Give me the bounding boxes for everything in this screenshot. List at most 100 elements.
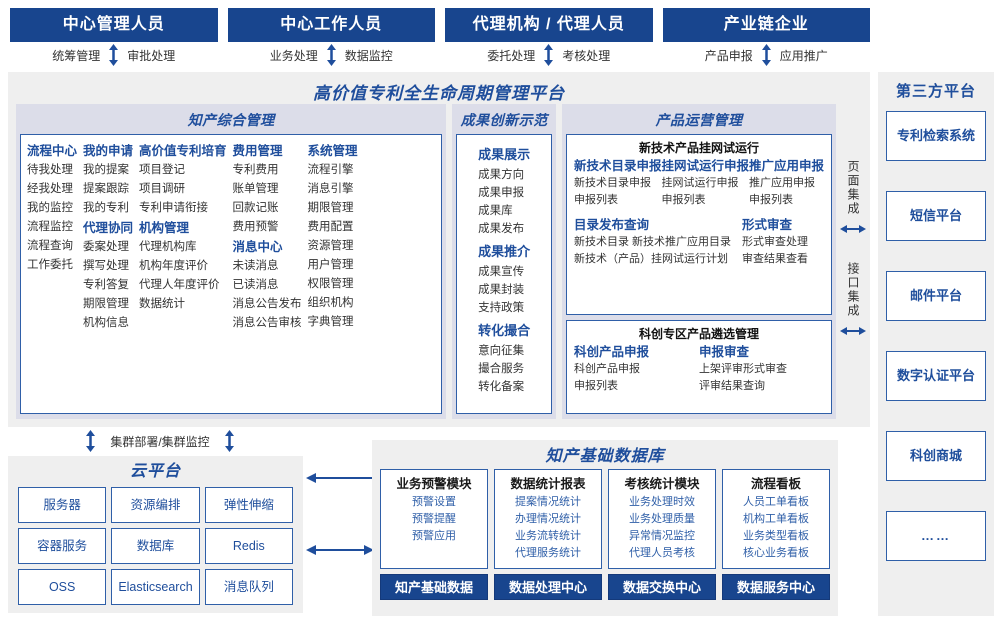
new-tech-row2-item-1-1[interactable]: 审查结果查看	[742, 253, 809, 265]
database-foot-2[interactable]: 数据交换中心	[608, 574, 716, 600]
chengguo-item-0-0[interactable]: 成果方向	[478, 169, 525, 181]
zhichan-item-4-0-5[interactable]: 用户管理	[307, 259, 354, 271]
database-foot-3[interactable]: 数据服务中心	[722, 574, 830, 600]
chengguo-item-0-3[interactable]: 成果发布	[478, 223, 525, 235]
chengguo-item-2-1[interactable]: 撮合服务	[478, 363, 525, 375]
database-card-item-2-0[interactable]: 业务处理时效	[629, 496, 695, 508]
zhichan-item-3-0-3[interactable]: 费用预警	[232, 221, 279, 233]
new-tech-row2-item-1-0[interactable]: 形式审查处理	[742, 236, 809, 248]
kechuang-row1-item-0-0[interactable]: 科创产品申报	[573, 363, 640, 375]
zhichan-group-head-1-0[interactable]: 我的申请	[83, 144, 134, 158]
zhichan-item-4-0-2[interactable]: 期限管理	[307, 202, 354, 214]
zhichan-group-head-0-0[interactable]: 流程中心	[27, 144, 78, 158]
chengguo-item-0-1[interactable]: 成果申报	[478, 187, 525, 199]
database-card-item-2-1[interactable]: 业务处理质量	[629, 513, 695, 525]
new-tech-row1-item-2-0[interactable]: 推广应用申报	[748, 177, 815, 189]
kechuang-row1-item-1-1[interactable]: 评审结果查询	[698, 380, 765, 392]
zhichan-item-3-1-0[interactable]: 未读消息	[232, 260, 279, 272]
zhichan-item-4-0-7[interactable]: 组织机构	[307, 297, 354, 309]
database-card-item-3-0[interactable]: 人员工单看板	[743, 496, 809, 508]
zhichan-group-head-3-0[interactable]: 费用管理	[232, 144, 283, 158]
zhichan-item-3-1-3[interactable]: 消息公告审核	[232, 317, 302, 329]
zhichan-item-0-0-1[interactable]: 经我处理	[27, 183, 73, 195]
zhichan-group-head-1-1[interactable]: 代理协同	[83, 221, 134, 235]
database-card-item-1-1[interactable]: 办理情况统计	[515, 513, 581, 525]
cloud-cell-4[interactable]: 数据库	[111, 528, 200, 564]
new-tech-row2-item-0-1[interactable]: 新技术（产品）挂网试运行计划	[573, 253, 728, 265]
cloud-cell-7[interactable]: Elasticsearch	[111, 569, 200, 605]
zhichan-item-1-1-2[interactable]: 专利答复	[83, 279, 130, 291]
new-tech-row1-head-2[interactable]: 推广应用申报	[748, 159, 824, 173]
zhichan-item-3-1-2[interactable]: 消息公告发布	[232, 298, 302, 310]
zhichan-group-head-2-1[interactable]: 机构管理	[139, 221, 190, 235]
zhichan-item-4-0-6[interactable]: 权限管理	[307, 278, 354, 290]
new-tech-row1-head-1[interactable]: 挂网试运行申报	[661, 159, 749, 173]
new-tech-row1-item-1-1[interactable]: 申报列表	[661, 194, 706, 206]
role-title-2[interactable]: 代理机构 / 代理人员	[445, 8, 653, 42]
zhichan-item-1-0-1[interactable]: 提案跟踪	[83, 183, 130, 195]
zhichan-item-2-1-1[interactable]: 机构年度评价	[139, 260, 209, 272]
cloud-cell-8[interactable]: 消息队列	[204, 569, 293, 605]
role-title-0[interactable]: 中心管理人员	[10, 8, 218, 42]
cloud-cell-2[interactable]: 弹性伸缩	[204, 487, 293, 523]
zhichan-group-head-3-1[interactable]: 消息中心	[232, 240, 283, 254]
database-card-item-1-2[interactable]: 业务流转统计	[515, 530, 581, 542]
zhichan-item-1-1-3[interactable]: 期限管理	[83, 298, 130, 310]
chengguo-group-head-1[interactable]: 成果推介	[478, 244, 531, 259]
cloud-cell-5[interactable]: Redis	[204, 528, 293, 564]
zhichan-item-0-0-3[interactable]: 流程监控	[27, 221, 73, 233]
zhichan-item-2-0-0[interactable]: 项目登记	[139, 164, 186, 176]
zhichan-item-3-0-1[interactable]: 账单管理	[232, 183, 279, 195]
database-foot-1[interactable]: 数据处理中心	[494, 574, 602, 600]
zhichan-group-head-2-0[interactable]: 高价值专利培育	[139, 144, 227, 158]
new-tech-row1-item-2-1[interactable]: 申报列表	[748, 194, 793, 206]
cloud-cell-0[interactable]: 服务器	[18, 487, 107, 523]
third-party-item-5[interactable]: ……	[886, 511, 986, 561]
zhichan-item-2-1-3[interactable]: 数据统计	[139, 298, 186, 310]
cloud-cell-6[interactable]: OSS	[18, 569, 107, 605]
zhichan-item-1-1-0[interactable]: 委案处理	[83, 241, 130, 253]
zhichan-item-4-0-8[interactable]: 字典管理	[307, 316, 354, 328]
zhichan-item-4-0-0[interactable]: 流程引擎	[307, 164, 354, 176]
new-tech-row2-head-0[interactable]: 目录发布查询	[573, 218, 649, 232]
zhichan-item-2-0-1[interactable]: 项目调研	[139, 183, 186, 195]
zhichan-item-3-0-2[interactable]: 回款记账	[232, 202, 279, 214]
third-party-item-4[interactable]: 科创商城	[886, 431, 986, 481]
zhichan-item-4-0-4[interactable]: 资源管理	[307, 240, 354, 252]
zhichan-item-4-0-3[interactable]: 费用配置	[307, 221, 354, 233]
cloud-cell-1[interactable]: 资源编排	[111, 487, 200, 523]
zhichan-item-1-0-2[interactable]: 我的专利	[83, 202, 130, 214]
database-card-item-3-3[interactable]: 核心业务看板	[743, 547, 809, 559]
third-party-item-2[interactable]: 邮件平台	[886, 271, 986, 321]
new-tech-row2-item-0-0[interactable]: 新技术目录 新技术推广应用目录	[573, 236, 732, 248]
zhichan-item-1-1-4[interactable]: 机构信息	[83, 317, 130, 329]
new-tech-row1-item-0-1[interactable]: 申报列表	[573, 194, 618, 206]
new-tech-row1-head-0[interactable]: 新技术目录申报	[573, 159, 662, 173]
new-tech-row1-item-0-0[interactable]: 新技术目录申报	[573, 177, 651, 189]
chengguo-item-1-2[interactable]: 支持政策	[478, 302, 525, 314]
zhichan-item-0-0-4[interactable]: 流程查询	[27, 240, 73, 252]
database-card-item-0-1[interactable]: 预警提醒	[412, 513, 456, 525]
zhichan-item-2-0-2[interactable]: 专利申请衔接	[139, 202, 209, 214]
cloud-cell-3[interactable]: 容器服务	[18, 528, 107, 564]
zhichan-item-0-0-2[interactable]: 我的监控	[27, 202, 73, 214]
chengguo-item-1-1[interactable]: 成果封装	[478, 284, 525, 296]
database-card-item-2-3[interactable]: 代理人员考核	[629, 547, 695, 559]
chengguo-group-head-0[interactable]: 成果展示	[478, 147, 531, 162]
zhichan-item-3-0-0[interactable]: 专利费用	[232, 164, 279, 176]
kechuang-row1-head-0[interactable]: 科创产品申报	[573, 345, 649, 359]
zhichan-item-2-1-2[interactable]: 代理人年度评价	[139, 279, 220, 291]
new-tech-row1-item-1-0[interactable]: 挂网试运行申报	[661, 177, 739, 189]
zhichan-item-2-1-0[interactable]: 代理机构库	[139, 241, 197, 253]
database-card-item-3-2[interactable]: 业务类型看板	[743, 530, 809, 542]
zhichan-item-0-0-5[interactable]: 工作委托	[27, 259, 73, 271]
database-card-item-3-1[interactable]: 机构工单看板	[743, 513, 809, 525]
zhichan-item-1-1-1[interactable]: 撰写处理	[83, 260, 130, 272]
chengguo-item-1-0[interactable]: 成果宣传	[478, 266, 525, 278]
chengguo-item-2-0[interactable]: 意向征集	[478, 345, 525, 357]
third-party-item-3[interactable]: 数字认证平台	[886, 351, 986, 401]
zhichan-item-0-0-0[interactable]: 待我处理	[27, 164, 73, 176]
database-card-item-0-0[interactable]: 预警设置	[412, 496, 456, 508]
third-party-item-1[interactable]: 短信平台	[886, 191, 986, 241]
chengguo-item-0-2[interactable]: 成果库	[478, 205, 513, 217]
